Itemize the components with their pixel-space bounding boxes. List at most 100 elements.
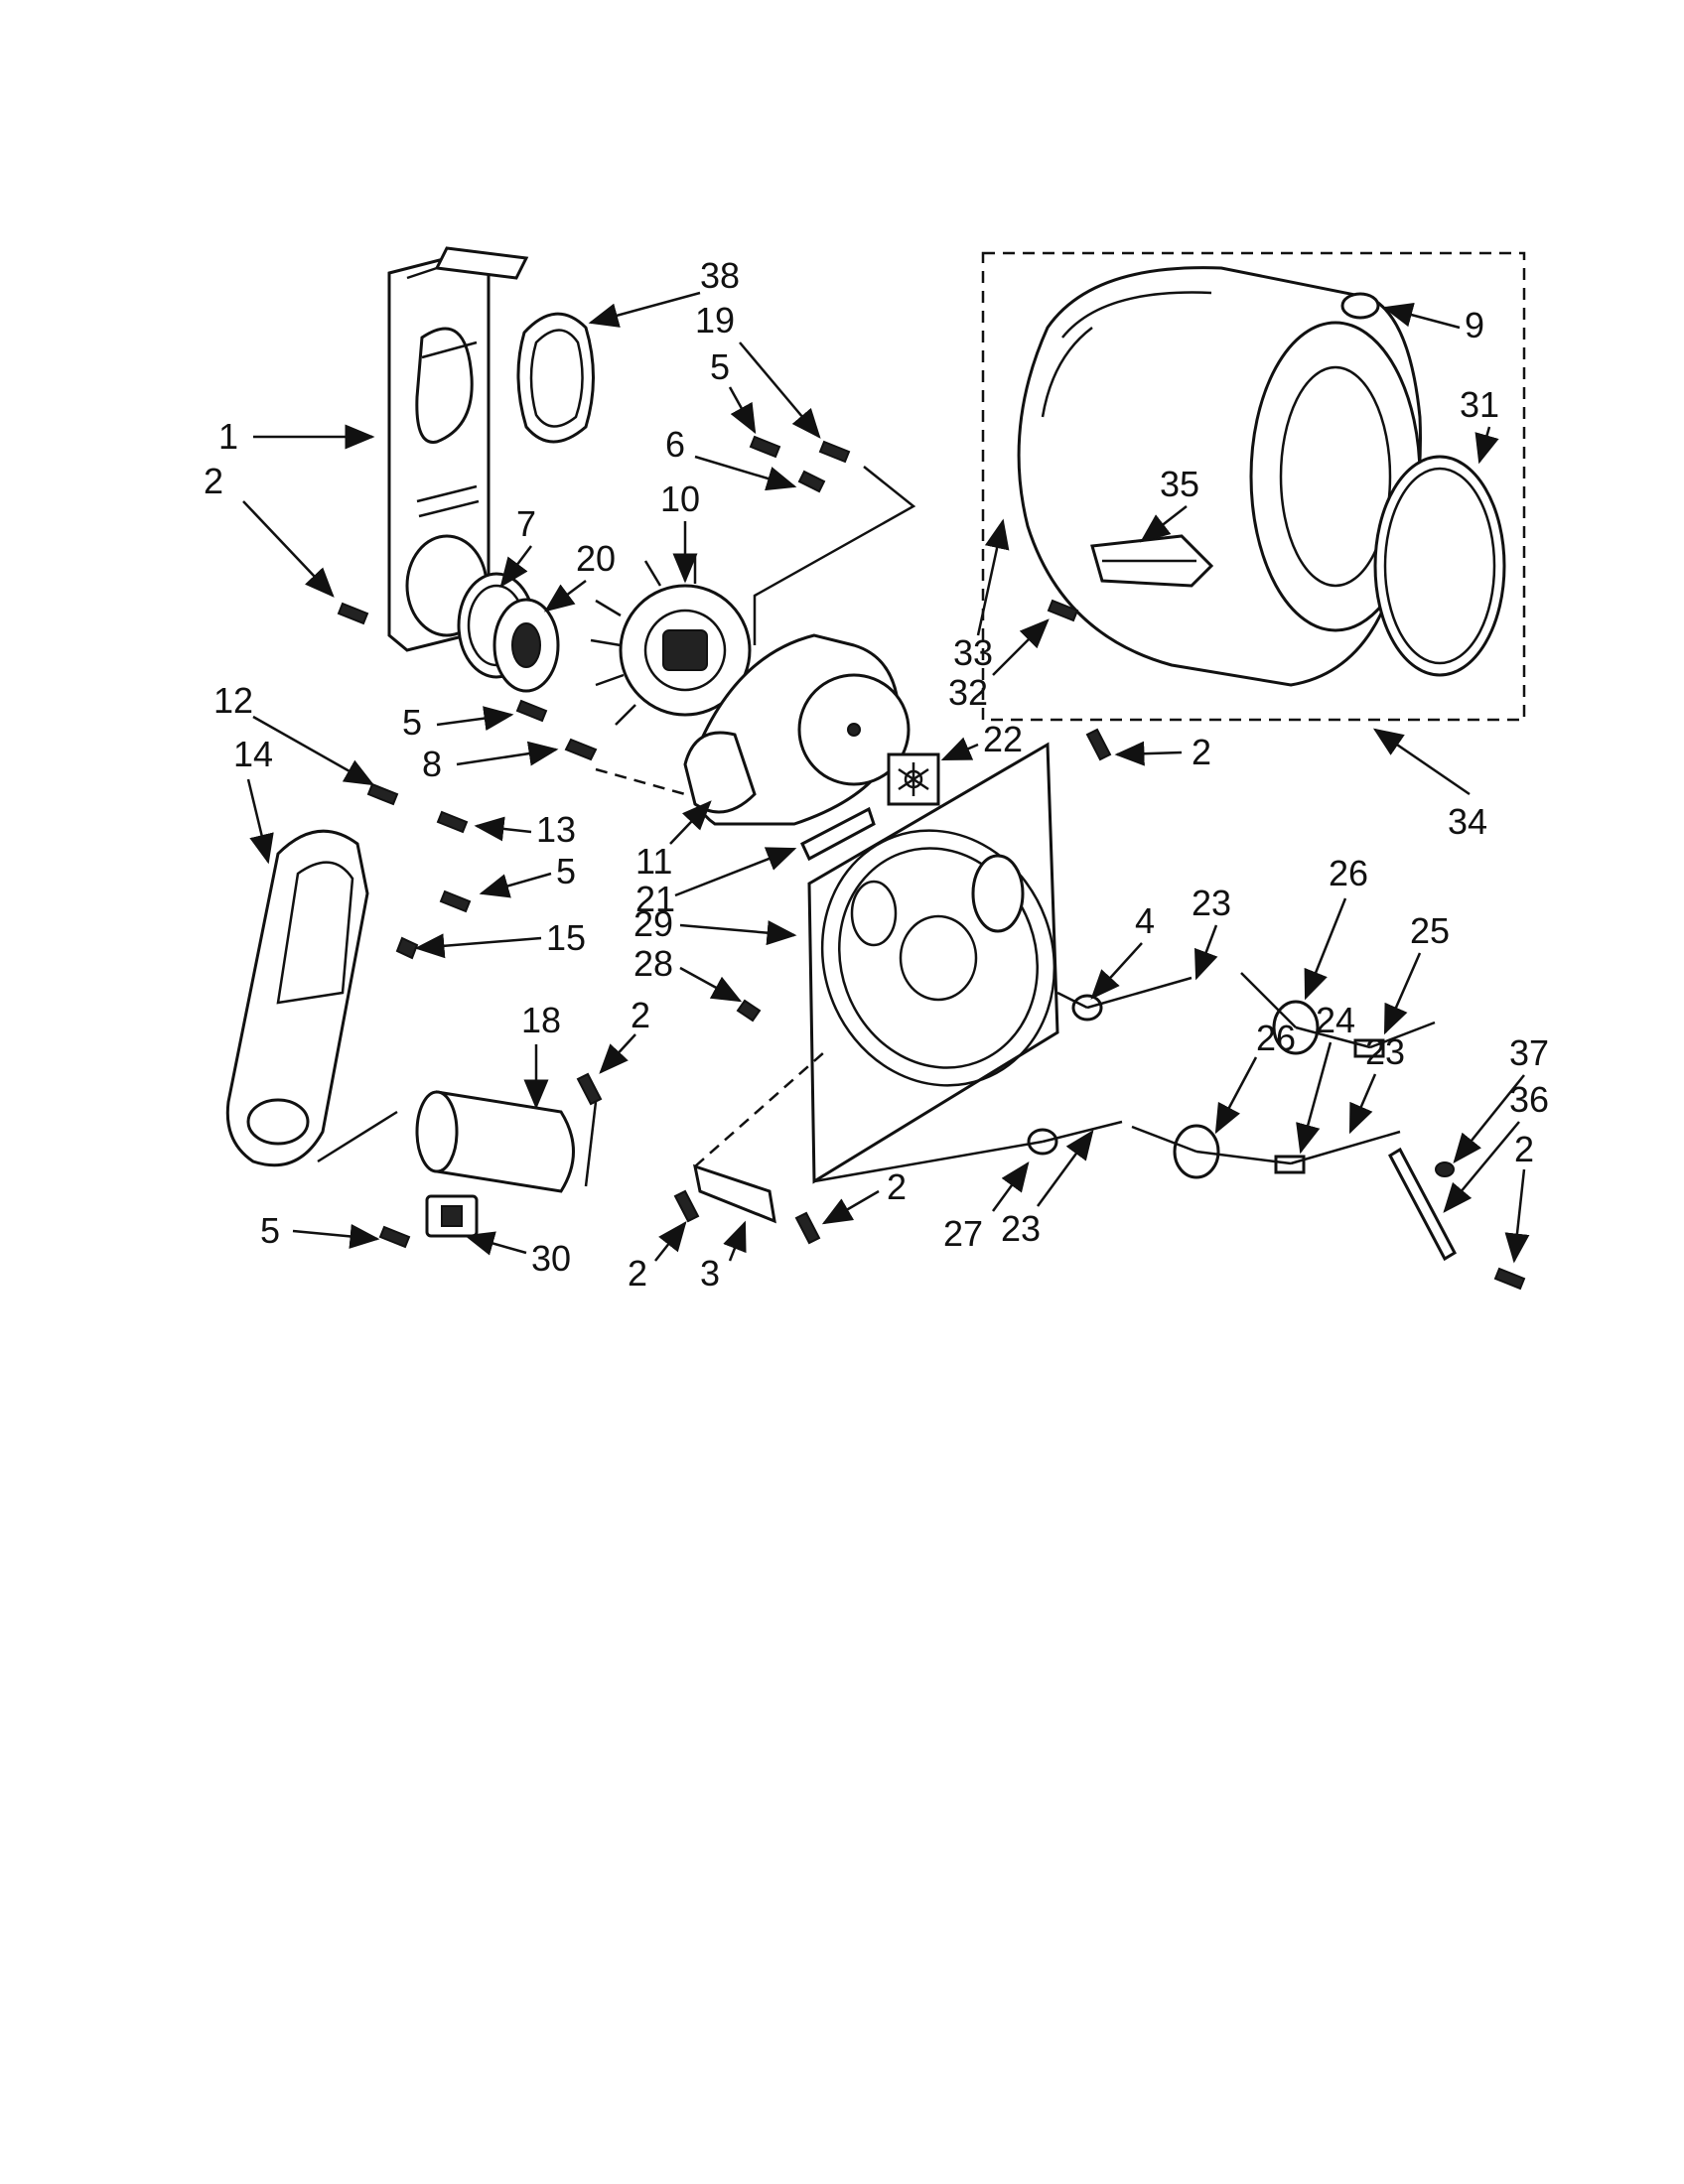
seal-ring-part (516, 312, 595, 444)
svg-text:38: 38 (700, 255, 740, 296)
svg-text:35: 35 (1160, 464, 1199, 504)
callout-19: 19 (695, 300, 821, 439)
svg-text:37: 37 (1509, 1032, 1549, 1073)
svg-text:9: 9 (1465, 305, 1484, 345)
svg-text:2: 2 (1192, 732, 1211, 772)
svg-text:31: 31 (1460, 384, 1499, 425)
svg-text:14: 14 (233, 734, 273, 774)
callout-2-b: 2 (1114, 732, 1211, 772)
svg-text:24: 24 (1316, 1000, 1355, 1040)
svg-text:12: 12 (213, 680, 253, 721)
svg-text:2: 2 (628, 1253, 647, 1294)
svg-text:2: 2 (204, 461, 223, 501)
callout-23-b: 23 (1348, 1031, 1405, 1135)
callout-2-a: 2 (204, 461, 335, 598)
screw-parts (337, 435, 1526, 1291)
callout-27: 27 (943, 1160, 1030, 1254)
callout-20: 20 (544, 538, 616, 613)
svg-text:36: 36 (1509, 1079, 1549, 1120)
callout-15: 15 (414, 917, 586, 959)
callout-8: 8 (422, 741, 559, 784)
svg-text:23: 23 (1365, 1031, 1405, 1072)
svg-text:13: 13 (536, 809, 576, 850)
svg-text:26: 26 (1256, 1018, 1296, 1058)
svg-text:10: 10 (660, 478, 700, 519)
svg-text:2: 2 (887, 1166, 907, 1207)
callout-18: 18 (521, 1000, 561, 1110)
svg-text:32: 32 (948, 672, 988, 713)
idler-pulley-part (1027, 972, 1457, 1262)
callout-38: 38 (588, 255, 740, 328)
svg-text:21: 21 (635, 879, 675, 919)
callout-25: 25 (1383, 910, 1450, 1035)
callout-36: 36 (1443, 1079, 1549, 1213)
callout-30: 30 (464, 1231, 571, 1279)
callout-33: 33 (953, 518, 1010, 673)
svg-text:23: 23 (1192, 883, 1231, 923)
svg-text:8: 8 (422, 744, 442, 784)
callout-2-d: 2 (628, 1221, 687, 1294)
svg-text:33: 33 (953, 632, 993, 673)
callout-14: 14 (233, 734, 274, 865)
callout-37: 37 (1453, 1032, 1549, 1163)
callout-5-c: 5 (479, 851, 576, 898)
callout-13: 13 (474, 809, 576, 850)
callout-34: 34 (1372, 728, 1487, 842)
callout-9: 9 (1382, 303, 1484, 345)
callout-5-a: 5 (710, 346, 757, 435)
callout-12: 12 (213, 680, 375, 786)
blower-housing-part (683, 633, 911, 826)
svg-text:34: 34 (1448, 801, 1487, 842)
callout-23-c: 23 (1001, 1129, 1094, 1249)
svg-text:29: 29 (633, 903, 673, 944)
svg-text:2: 2 (1514, 1129, 1534, 1169)
callout-7: 7 (499, 503, 536, 588)
callout-26-b: 26 (1214, 1018, 1296, 1135)
svg-text:5: 5 (556, 851, 576, 891)
svg-text:2: 2 (631, 995, 650, 1035)
svg-text:3: 3 (700, 1253, 720, 1294)
callout-35: 35 (1140, 464, 1199, 543)
svg-text:5: 5 (402, 702, 422, 743)
svg-text:26: 26 (1329, 853, 1368, 893)
assembly-leaders (317, 466, 1088, 1187)
svg-text:4: 4 (1135, 900, 1155, 941)
callout-21: 21 (635, 847, 797, 919)
callout-1: 1 (218, 416, 375, 457)
callout-26-a: 26 (1304, 853, 1368, 1001)
callout-22: 22 (940, 719, 1023, 761)
svg-text:6: 6 (665, 424, 685, 465)
callout-2-c: 2 (599, 995, 650, 1074)
svg-text:28: 28 (633, 943, 673, 984)
callout-31: 31 (1460, 384, 1499, 465)
callout-3: 3 (700, 1220, 747, 1294)
svg-text:7: 7 (516, 503, 536, 544)
svg-text:5: 5 (260, 1210, 280, 1251)
svg-text:19: 19 (695, 300, 735, 341)
callout-5-b: 5 (402, 702, 514, 743)
svg-text:25: 25 (1410, 910, 1450, 951)
callout-28: 28 (633, 943, 743, 1003)
svg-text:27: 27 (943, 1213, 983, 1254)
callout-10: 10 (660, 478, 700, 584)
vent-seal-part (800, 806, 876, 862)
callout-6: 6 (665, 424, 797, 491)
callout-5-d: 5 (260, 1210, 380, 1251)
svg-text:5: 5 (710, 346, 730, 387)
callout-11: 11 (635, 800, 712, 882)
heat-shield-part (887, 752, 940, 806)
svg-text:1: 1 (218, 416, 238, 457)
svg-text:15: 15 (546, 917, 586, 958)
svg-text:23: 23 (1001, 1208, 1041, 1249)
drum-assembly-part (981, 251, 1526, 722)
callout-2-f: 2 (1504, 1129, 1534, 1264)
callout-2-e: 2 (821, 1166, 907, 1225)
svg-text:30: 30 (531, 1238, 571, 1279)
svg-text:18: 18 (521, 1000, 561, 1040)
callout-32: 32 (948, 618, 1050, 713)
svg-text:22: 22 (983, 719, 1023, 759)
drum-seal-ring-part (1373, 455, 1506, 677)
bracket-part (693, 1163, 776, 1224)
blower-wheel-part (590, 556, 752, 726)
